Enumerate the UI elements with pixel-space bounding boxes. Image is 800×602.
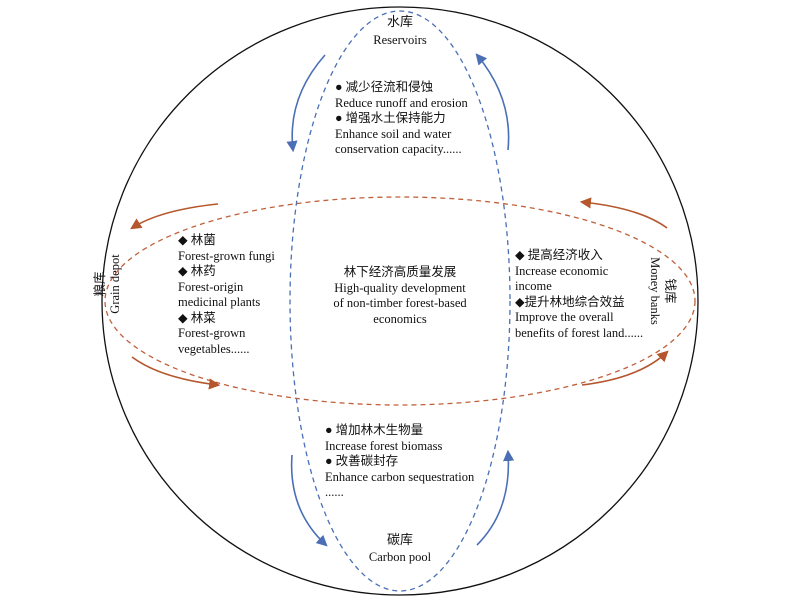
grain-depot-line: ◆ 林菌: [178, 233, 216, 247]
money-banks-title-en: Money banks: [648, 257, 662, 325]
vertical-dashed-ellipse: [289, 10, 511, 592]
arrow-bottom-right: [476, 449, 515, 546]
carbon-pool-line: ● 改善碳封存: [325, 454, 399, 468]
grain-depot-line: medicinal plants: [178, 295, 261, 309]
carbon-pool-benefits: ● 增加林木生物量 Increase forest biomass ● 改善碳封…: [325, 423, 474, 501]
money-banks-benefits: ◆ 提高经济收入 Increase economic income ◆提升林地综…: [515, 248, 643, 341]
grain-depot-line: ◆ 林药: [178, 264, 216, 278]
center-line: High-quality development: [334, 280, 466, 295]
outer-circle: [101, 6, 699, 596]
grain-depot-line: Forest-grown: [178, 326, 246, 340]
reservoirs-title-en: Reservoirs: [373, 33, 427, 47]
arrow-left-bottom: [131, 356, 221, 390]
grain-depot-title-en: Grain depot: [108, 254, 122, 314]
carbon-pool-title-en: Carbon pool: [368, 550, 432, 564]
money-banks-line: Improve the overall: [515, 310, 614, 324]
center-line: of non-timber forest-based: [333, 296, 467, 310]
center-goal: 林下经济高质量发展 High-quality development of no…: [310, 265, 490, 327]
money-banks-title-zh: 钱库: [663, 278, 677, 304]
grain-depot-title: 粮库 Grain depot: [93, 244, 123, 324]
grain-depot-products: ◆ 林菌 Forest-grown fungi ◆ 林药 Forest-orig…: [178, 233, 275, 357]
reservoirs-line: ● 增强水土保持能力: [335, 111, 446, 125]
grain-depot-line: ◆ 林菜: [178, 310, 216, 325]
arrow-left-top: [130, 203, 219, 230]
grain-depot-line: Forest-origin: [178, 279, 244, 294]
grain-depot-line: Forest-grown fungi: [178, 248, 275, 263]
money-banks-line: benefits of forest land......: [515, 325, 644, 340]
money-banks-line: Increase economic: [515, 263, 609, 278]
arrow-top-right: [475, 53, 510, 151]
reservoirs-line: Reduce runoff and erosion: [335, 95, 468, 110]
reservoirs-title-zh: 水库: [386, 14, 413, 29]
carbon-pool-title-zh: 碳库: [386, 532, 413, 547]
money-banks-title: 钱库 Money banks: [647, 246, 677, 336]
grain-depot-line: vegetables......: [178, 341, 250, 356]
carbon-pool-line: Increase forest biomass: [325, 438, 443, 453]
money-banks-line: income: [515, 279, 552, 293]
arrow-right-top: [579, 197, 668, 229]
grain-depot-title-zh: 粮库: [93, 271, 107, 297]
money-banks-line: ◆ 提高经济收入: [515, 248, 603, 262]
reservoirs-line: Enhance soil and water: [335, 126, 452, 141]
carbon-pool-line: ......: [325, 485, 344, 499]
carbon-pool-line: Enhance carbon sequestration: [325, 469, 475, 484]
arrow-top-left: [286, 54, 326, 153]
reservoirs-line: ● 减少径流和侵蚀: [335, 80, 434, 94]
center-line: economics: [373, 311, 427, 326]
horizontal-dashed-ellipse: [104, 196, 696, 406]
arrow-bottom-left: [290, 454, 328, 547]
reservoirs-line: conservation capacity......: [335, 142, 462, 156]
center-title-zh: 林下经济高质量发展: [343, 265, 457, 279]
reservoirs-benefits: ● 减少径流和侵蚀 Reduce runoff and erosion ● 增强…: [335, 80, 468, 158]
arrow-right-bottom: [581, 350, 669, 386]
money-banks-line: ◆提升林地综合效益: [515, 294, 625, 309]
carbon-pool-line: ● 增加林木生物量: [325, 423, 424, 437]
